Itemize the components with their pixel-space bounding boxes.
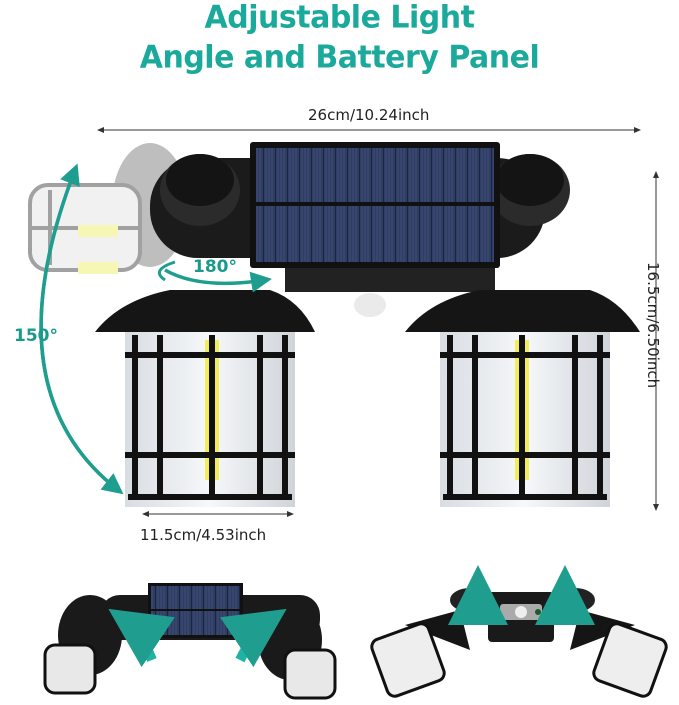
lamp-width-dimension-label: 11.5cm/4.53inch [140,526,267,544]
title-line-2: Angle and Battery Panel [139,39,540,76]
right-lantern [405,290,640,507]
left-lantern [95,290,315,507]
rotate-arrow-180 [157,260,272,293]
width-dimension-label: 26cm/10.24inch [308,106,430,124]
bottom-left-view [43,583,337,700]
solar-panel [250,142,500,268]
title-line-1: Adjustable Light [204,0,475,36]
height-dimension-label: 16.5cm/6.50inch [644,262,662,389]
rotate-angle-label: 180° [193,257,237,277]
tilt-angle-label: 150° [14,326,58,346]
bottom-right-view [370,565,668,698]
tilt-arrow-150 [39,163,124,495]
